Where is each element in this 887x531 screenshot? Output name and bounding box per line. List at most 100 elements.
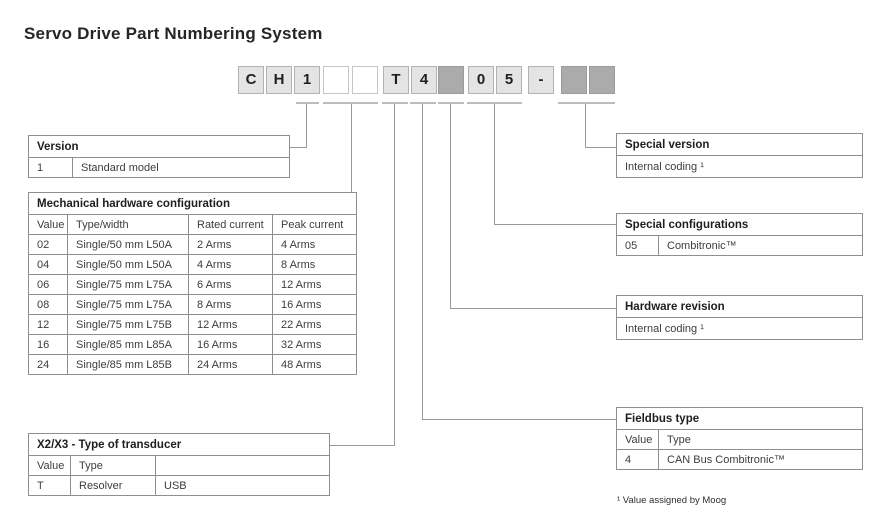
table-row: 4 CAN Bus Combitronic™ <box>617 450 862 469</box>
part-number-segment-mech-2 <box>352 66 378 94</box>
table-cell: Internal coding ¹ <box>625 323 704 335</box>
connector-hw-revision-h <box>450 308 616 309</box>
table-cell: Resolver <box>71 476 156 495</box>
table-cell: 12 Arms <box>189 315 273 334</box>
table-header-row: Value Type <box>617 430 862 450</box>
table-row: 1 Standard model <box>29 158 289 177</box>
table-cell: 8 Arms <box>281 259 316 271</box>
tick-version <box>296 102 319 104</box>
special-version-table: Special version Internal coding ¹ <box>616 133 863 178</box>
table-row: 16 Single/85 mm L85A 16 Arms 32 Arms <box>29 335 356 355</box>
table-cell: 2 Arms <box>189 235 273 254</box>
table-cell: Standard model <box>81 162 159 174</box>
part-number-segment-h: H <box>266 66 292 94</box>
transducer-table: X2/X3 - Type of transducer Value Type T … <box>28 433 330 496</box>
column-header: Type/width <box>68 215 189 234</box>
part-number-segment-version: 1 <box>294 66 320 94</box>
part-number-segment-dash: - <box>528 66 554 94</box>
table-cell: 05 <box>617 236 659 255</box>
connector-fieldbus-h <box>422 419 616 420</box>
table-cell: 22 Arms <box>281 319 322 331</box>
connector-special-version-h <box>585 147 616 148</box>
table-cell: Combitronic™ <box>667 240 737 252</box>
column-header: Rated current <box>189 215 273 234</box>
connector-mechanical-v <box>351 104 352 192</box>
table-cell: T <box>29 476 71 495</box>
table-cell: Single/75 mm L75A <box>68 295 189 314</box>
table-cell: 12 <box>29 315 68 334</box>
table-cell: 4 Arms <box>281 239 316 251</box>
connector-hw-revision-v <box>450 104 451 308</box>
table-cell: Single/75 mm L75A <box>68 275 189 294</box>
table-cell: Single/75 mm L75B <box>68 315 189 334</box>
hardware-revision-table-title: Hardware revision <box>617 296 862 318</box>
special-version-table-title: Special version <box>617 134 862 156</box>
connector-version-v <box>306 104 307 147</box>
special-configurations-table-title: Special configurations <box>617 214 862 236</box>
column-header: Type <box>667 434 691 446</box>
table-cell: 16 <box>29 335 68 354</box>
connector-transducer-h <box>330 445 395 446</box>
part-number-segment-special-0: 0 <box>468 66 494 94</box>
fieldbus-table: Fieldbus type Value Type 4 CAN Bus Combi… <box>616 407 863 470</box>
version-table-title: Version <box>29 136 289 158</box>
tick-mechanical <box>323 102 378 104</box>
version-table: Version 1 Standard model <box>28 135 290 178</box>
mechanical-table-title: Mechanical hardware configuration <box>29 193 356 215</box>
connector-transducer-v <box>394 104 395 445</box>
table-cell: 8 Arms <box>189 295 273 314</box>
column-header: Value <box>29 215 68 234</box>
column-header: Value <box>29 456 71 475</box>
tick-hw-revision <box>438 102 464 104</box>
connector-special-config-h <box>494 224 616 225</box>
column-header <box>156 456 329 475</box>
part-number-segment-transducer: T <box>383 66 409 94</box>
table-cell: Single/50 mm L50A <box>68 255 189 274</box>
table-cell: Single/50 mm L50A <box>68 235 189 254</box>
table-row: 05 Combitronic™ <box>617 236 862 255</box>
transducer-table-title: X2/X3 - Type of transducer <box>29 434 329 456</box>
column-header: Value <box>617 430 659 449</box>
part-number-segment-special-version-1 <box>561 66 587 94</box>
connector-special-version-v <box>585 104 586 147</box>
table-cell: 24 Arms <box>189 355 273 374</box>
tick-special-version <box>558 102 615 104</box>
table-cell: 16 Arms <box>281 299 322 311</box>
table-cell: 04 <box>29 255 68 274</box>
connector-version-h <box>290 147 307 148</box>
table-header-row: Value Type <box>29 456 329 476</box>
part-number-segment-fieldbus: 4 <box>411 66 437 94</box>
column-header: Peak current <box>281 219 344 231</box>
table-row: 04 Single/50 mm L50A 4 Arms 8 Arms <box>29 255 356 275</box>
page-title: Servo Drive Part Numbering System <box>24 24 323 43</box>
part-number-segment-mech-1 <box>323 66 349 94</box>
table-row: 24 Single/85 mm L85B 24 Arms 48 Arms <box>29 355 356 374</box>
fieldbus-table-title: Fieldbus type <box>617 408 862 430</box>
table-row: 02 Single/50 mm L50A 2 Arms 4 Arms <box>29 235 356 255</box>
tick-fieldbus <box>410 102 436 104</box>
table-cell: 02 <box>29 235 68 254</box>
table-cell: Single/85 mm L85B <box>68 355 189 374</box>
table-cell: 06 <box>29 275 68 294</box>
table-row: T Resolver USB <box>29 476 329 495</box>
connector-special-config-v <box>494 104 495 224</box>
footnote: ¹ Value assigned by Moog <box>617 495 727 506</box>
table-row: 08 Single/75 mm L75A 8 Arms 16 Arms <box>29 295 356 315</box>
tick-transducer <box>382 102 408 104</box>
connector-fieldbus-v <box>422 104 423 419</box>
table-cell: Single/85 mm L85A <box>68 335 189 354</box>
part-number-segment-special-5: 5 <box>496 66 522 94</box>
tick-special-config <box>467 102 522 104</box>
table-cell: 24 <box>29 355 68 374</box>
table-header-row: Value Type/width Rated current Peak curr… <box>29 215 356 235</box>
hardware-revision-table: Hardware revision Internal coding ¹ <box>616 295 863 340</box>
mechanical-table: Mechanical hardware configuration Value … <box>28 192 357 375</box>
table-cell: CAN Bus Combitronic™ <box>667 454 785 466</box>
table-cell: 4 Arms <box>189 255 273 274</box>
table-cell: 16 Arms <box>189 335 273 354</box>
table-row: 06 Single/75 mm L75A 6 Arms 12 Arms <box>29 275 356 295</box>
table-cell: 1 <box>29 158 73 177</box>
table-row: 12 Single/75 mm L75B 12 Arms 22 Arms <box>29 315 356 335</box>
column-header: Type <box>71 456 156 475</box>
